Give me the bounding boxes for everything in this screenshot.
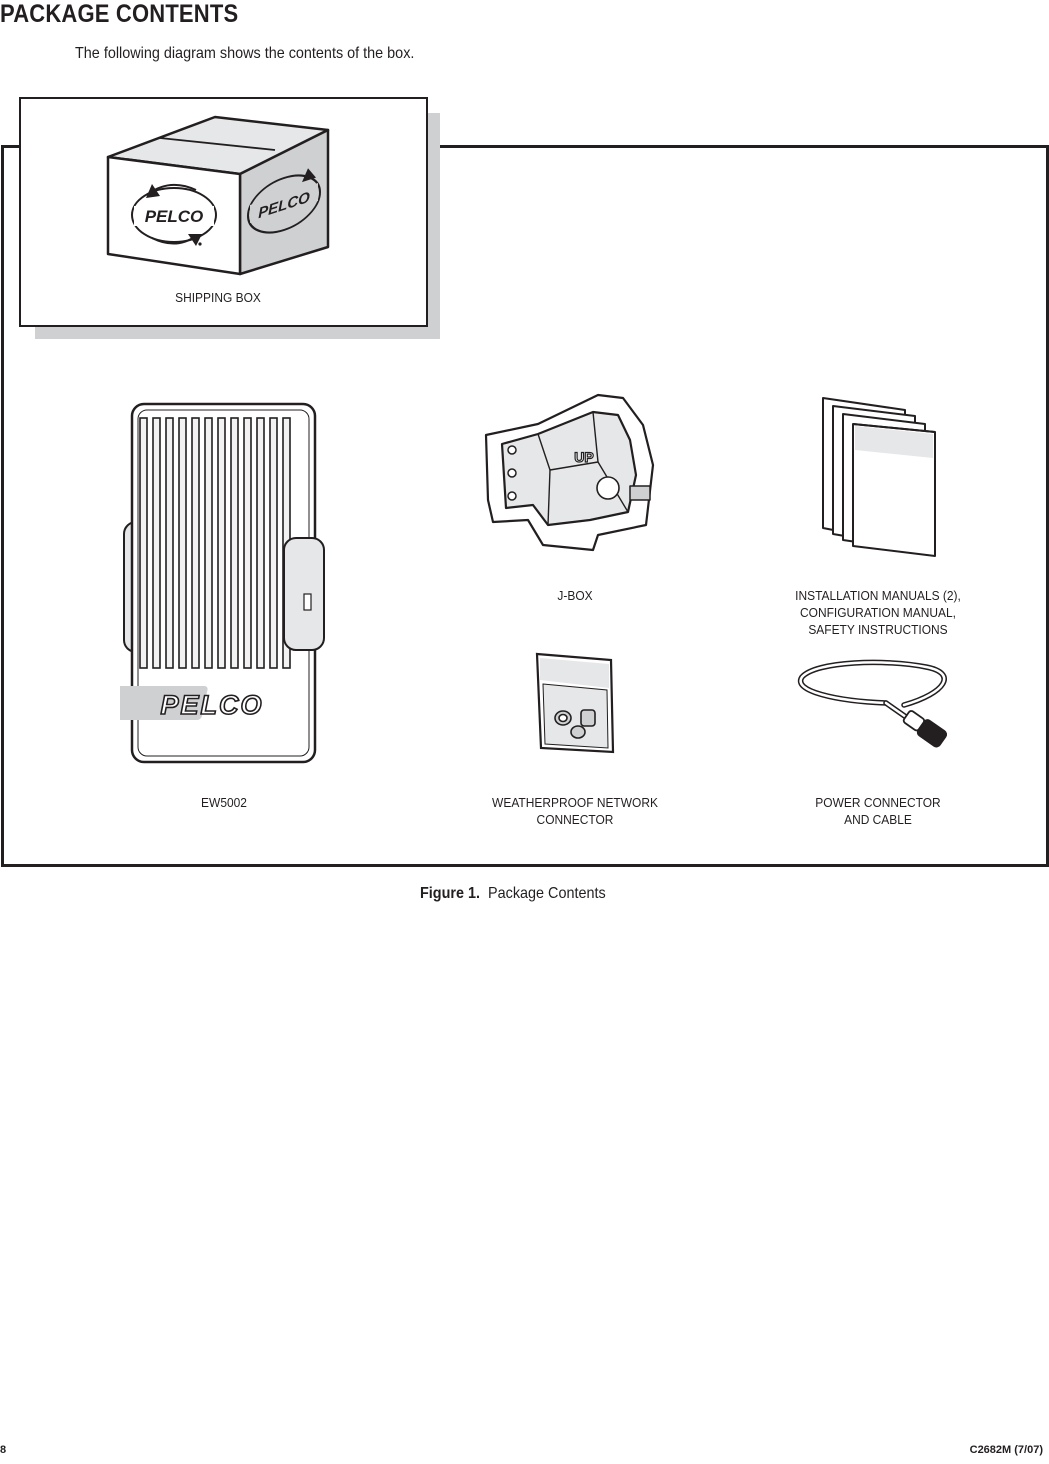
figure-frame	[1, 145, 1049, 867]
label-ew5002: EW5002	[201, 795, 247, 810]
label-manuals-line1: INSTALLATION MANUALS (2),	[795, 588, 961, 603]
label-power-cable: POWER CONNECTOR AND CABLE	[768, 794, 989, 828]
section-heading: PACKAGE CONTENTS	[0, 0, 239, 28]
ew5002-illustration: PELCO	[120, 402, 325, 764]
figure-caption-label: Figure 1.	[420, 885, 481, 902]
figure-caption: Figure 1. Package Contents	[420, 884, 654, 904]
label-power-line2: AND CABLE	[844, 812, 912, 827]
pelco-logo-unit: PELCO	[120, 686, 263, 721]
intro-text: The following diagram shows the contents…	[75, 45, 415, 62]
pelco-logo-text-unit: PELCO	[160, 690, 263, 720]
pelco-logo-front: PELCO	[131, 183, 217, 246]
network-connector-illustration	[535, 652, 615, 754]
label-manuals: INSTALLATION MANUALS (2), CONFIGURATION …	[768, 587, 989, 638]
document-code: C2682M (7/07)	[969, 1444, 1043, 1456]
label-manuals-line3: SAFETY INSTRUCTIONS	[808, 622, 948, 637]
label-jbox: J-BOX	[557, 588, 593, 603]
jbox-illustration: UP	[484, 393, 655, 552]
page-number: 8	[0, 1444, 7, 1456]
label-network-line2: CONNECTOR	[536, 812, 614, 827]
label-power-line1: POWER CONNECTOR	[815, 795, 941, 810]
manuals-illustration	[822, 397, 936, 557]
power-cable-illustration	[797, 659, 948, 748]
label-shipping-box: SHIPPING BOX	[175, 290, 261, 305]
jbox-up-mark: UP	[574, 449, 593, 465]
pelco-logo-side: PELCO	[247, 168, 321, 234]
shipping-box-illustration: PELCO PELCO	[106, 115, 330, 276]
figure-caption-text: Package Contents	[488, 885, 606, 902]
label-network-line1: WEATHERPROOF NETWORK	[492, 795, 658, 810]
label-manuals-line2: CONFIGURATION MANUAL,	[800, 605, 956, 620]
label-network-connector: WEATHERPROOF NETWORK CONNECTOR	[465, 794, 686, 828]
pelco-logo-text-front: PELCO	[145, 207, 204, 226]
